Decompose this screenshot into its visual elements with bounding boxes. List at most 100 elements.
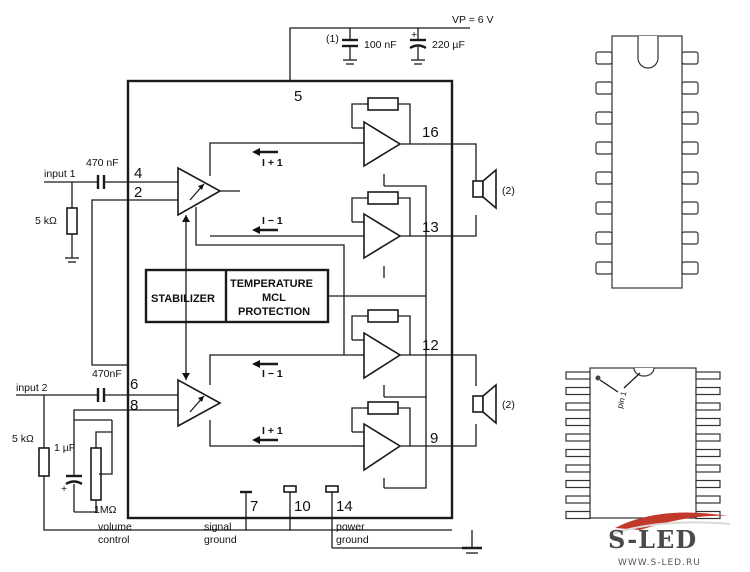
dip-pin-left: [595, 111, 613, 125]
so-pin-right: [695, 417, 721, 427]
pin-12-label: 12: [422, 337, 439, 354]
input-1-label: input 1: [44, 168, 76, 180]
so-pin1-label: pin 1: [615, 390, 628, 410]
dip-pin-right: [681, 171, 699, 185]
c-in1-label: 470 nF: [86, 157, 119, 169]
protection-label-2: MCL: [262, 292, 286, 304]
pin-9-label: 9: [430, 430, 438, 447]
pin-8-label: 8: [130, 397, 138, 414]
pin-10-label: 10: [294, 498, 311, 515]
input-2-label: input 2: [16, 382, 48, 394]
dip-pin-left: [595, 201, 613, 215]
dip-pin-left: [595, 261, 613, 275]
output-amp-12: [351, 296, 477, 398]
current-i-minus-1-bottom: I − 1: [262, 368, 283, 380]
input-2-circuit: +: [16, 388, 452, 531]
pot-label: 1MΩ: [94, 504, 117, 516]
control-label: control: [98, 534, 130, 546]
input-1-circuit: [44, 175, 178, 366]
protection-label-3: PROTECTION: [238, 306, 310, 318]
speaker-icon-bottom: [472, 383, 497, 425]
pin-7-label: 7: [250, 498, 258, 515]
so-pin-right: [695, 464, 721, 473]
signal-label: signal: [204, 521, 231, 533]
speaker-note-bottom: (2): [502, 399, 515, 411]
output-amp-13: [210, 191, 477, 278]
input-amp-1: [177, 142, 352, 355]
dip-pin-right: [681, 141, 699, 155]
dip-pin-left: [595, 81, 613, 95]
dip-pin-left: [595, 51, 613, 65]
so-pin-left: [565, 402, 591, 411]
cap-note-label: (1): [326, 33, 339, 45]
dip-pins: [595, 51, 699, 275]
c-in2-label: 470nF: [92, 368, 122, 380]
current-i-plus-1-bottom: I + 1: [262, 425, 283, 437]
so-pin-left: [565, 479, 591, 489]
dip-package: [611, 35, 683, 289]
stabilizer-label: STABILIZER: [151, 293, 215, 305]
so-pin-right: [695, 371, 721, 380]
so-pin-right: [695, 433, 721, 442]
current-arrows: [252, 148, 278, 444]
brand-url-text: WWW.S-LED.RU: [618, 558, 701, 568]
pin-16-label: 16: [422, 124, 439, 141]
so-pin-left: [565, 495, 591, 504]
power-ground-label: ground: [336, 534, 369, 546]
dip-pin-left: [595, 141, 613, 155]
cap-220uf-label: 220 µF: [432, 39, 465, 51]
pin-14-label: 14: [336, 498, 353, 515]
so-pin-right: [695, 448, 721, 458]
so-pin-right: [695, 495, 721, 504]
so-pins: [565, 371, 721, 520]
protection-label-1: TEMPERATURE: [230, 278, 313, 290]
c-vol-label: 1 µF: [54, 442, 75, 454]
r2-label: 5 kΩ: [12, 433, 34, 445]
signal-ground-label: ground: [204, 534, 237, 546]
power-label: power: [336, 521, 365, 533]
input-amp-2: [177, 215, 352, 447]
ground-pins: [240, 485, 482, 554]
pin-5-label: 5: [294, 88, 302, 105]
pin-6-label: 6: [130, 376, 138, 393]
so-pin-right: [695, 386, 721, 396]
brand-logo-text: S-LED: [608, 525, 697, 554]
supply-rail: +: [289, 27, 470, 81]
so-pin-left: [565, 371, 591, 380]
so-pin-right: [695, 402, 721, 411]
speaker-icon-top: [472, 168, 497, 210]
svg-text:+: +: [61, 483, 67, 495]
dip-pin-right: [681, 201, 699, 215]
so-pin-left: [565, 417, 591, 427]
supply-voltage-label: VP = 6 V: [452, 14, 494, 26]
pin-2-label: 2: [134, 184, 142, 201]
speaker-note-top: (2): [502, 185, 515, 197]
s-led-logo: [611, 512, 731, 535]
r1-label: 5 kΩ: [35, 215, 57, 227]
so-package: [589, 367, 697, 519]
cap-100nf-label: 100 nF: [364, 39, 397, 51]
dip-pin-left: [595, 231, 613, 245]
so-pin-right: [695, 479, 721, 489]
svg-text:+: +: [411, 29, 417, 41]
stabilizer-protection-block: [144, 268, 426, 324]
output-amp-9: [351, 397, 477, 489]
dip-pin-right: [681, 261, 699, 275]
so-pin-left: [565, 448, 591, 458]
so-pin-left: [565, 510, 591, 520]
so-pin-left: [565, 433, 591, 442]
so-pin-left: [565, 464, 591, 473]
so-pin-left: [565, 386, 591, 396]
current-i-plus-1-top: I + 1: [262, 157, 283, 169]
dip-pin-left: [595, 171, 613, 185]
dip-pin-right: [681, 231, 699, 245]
dip-pin-right: [681, 51, 699, 65]
output-amp-16: [351, 97, 477, 296]
volume-label: volume: [98, 521, 132, 533]
current-i-minus-1-top: I − 1: [262, 215, 283, 227]
dip-pin-right: [681, 111, 699, 125]
dip-pin-right: [681, 81, 699, 95]
pin-13-label: 13: [422, 219, 439, 236]
pin-4-label: 4: [134, 165, 142, 182]
